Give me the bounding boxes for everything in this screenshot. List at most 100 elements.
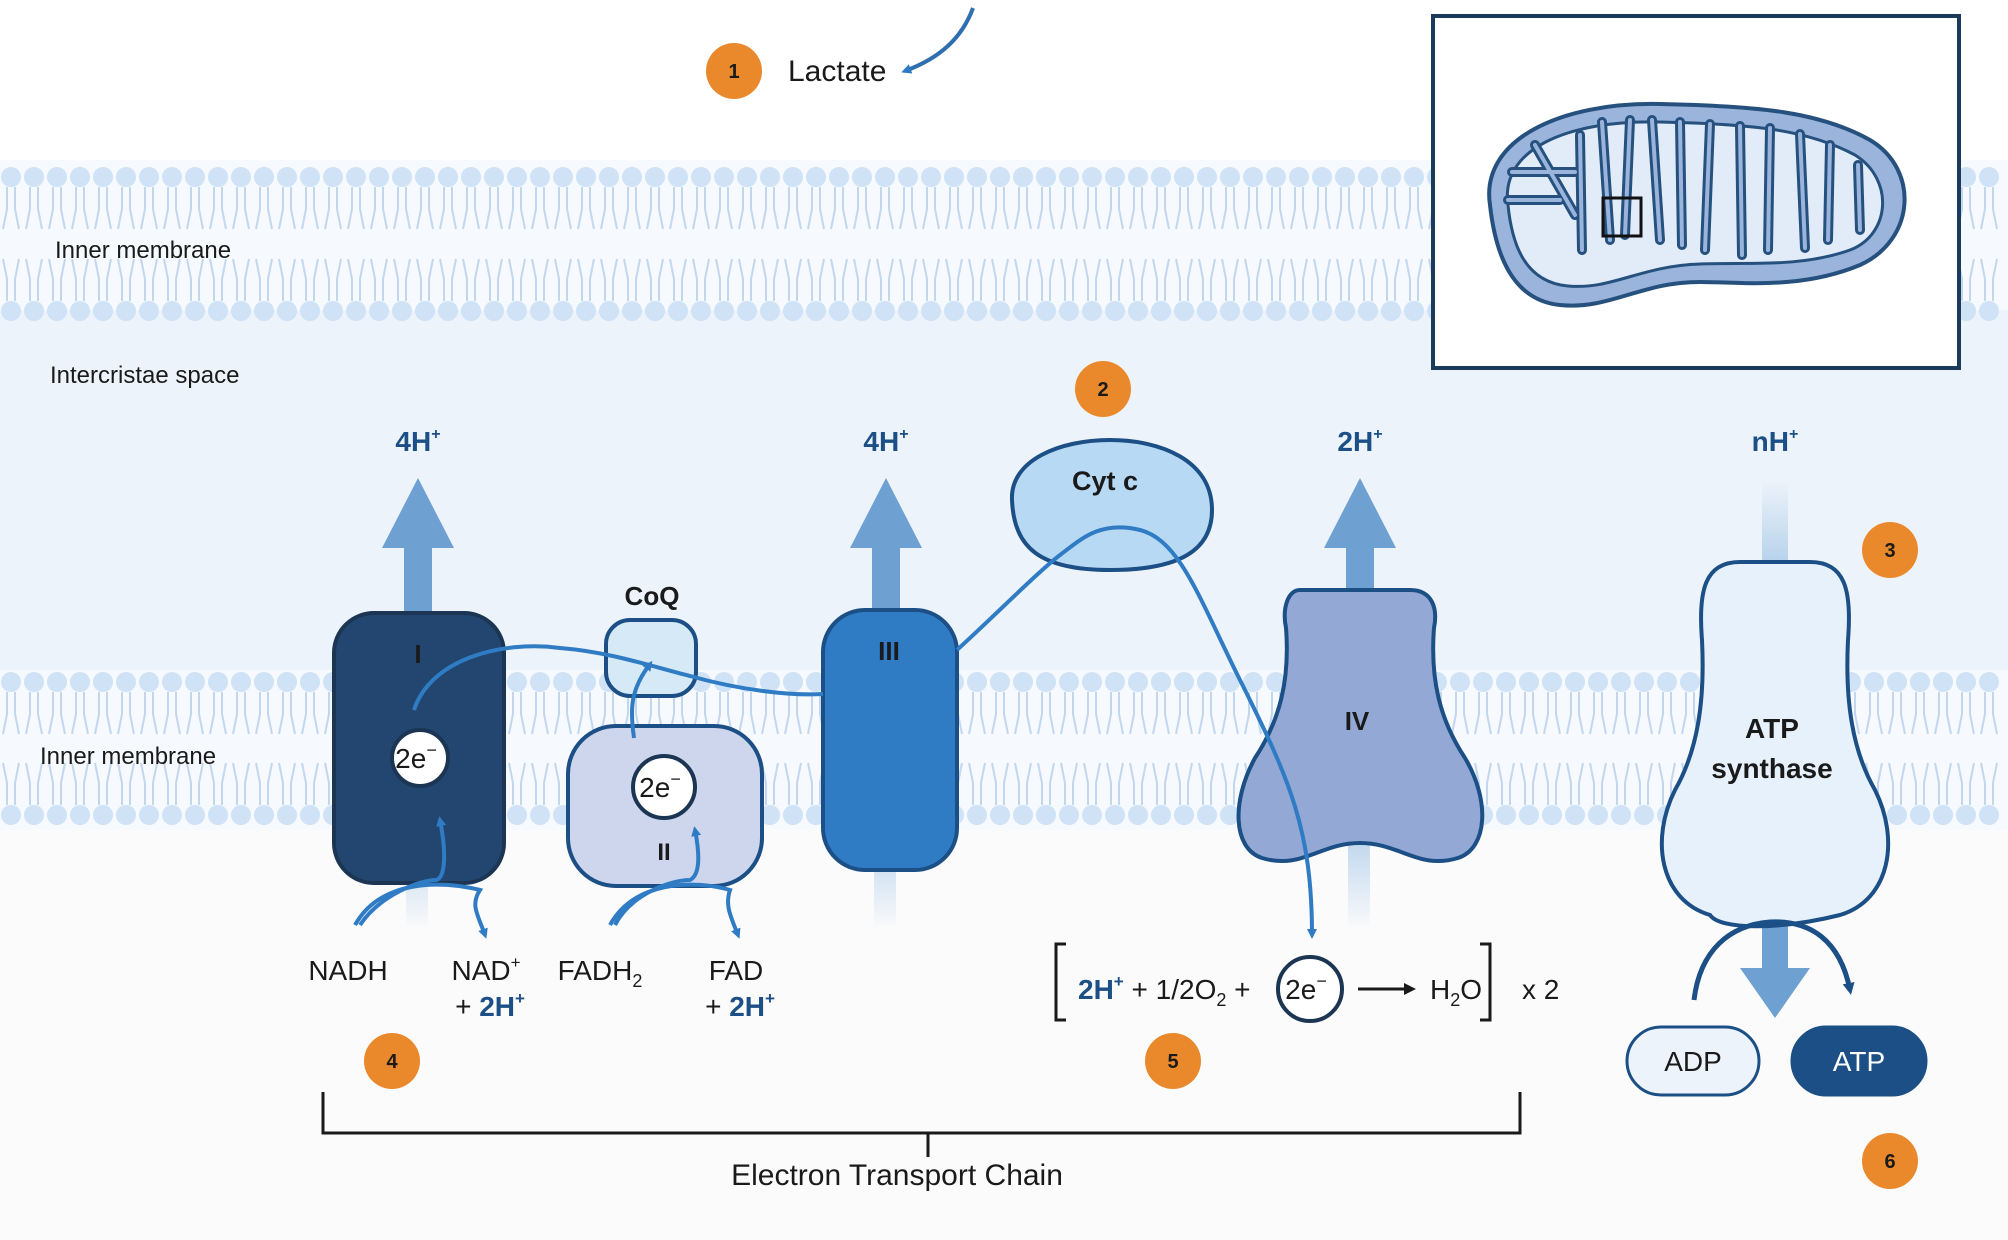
lipid-tail	[347, 187, 365, 230]
lipid-tail	[186, 692, 204, 735]
complex-2-electron-label: 2e−	[639, 769, 681, 803]
lipid-tail	[1911, 762, 1929, 805]
lipid-head	[323, 301, 343, 321]
lipid-tail	[278, 187, 296, 230]
lipid-tail	[1083, 762, 1101, 805]
lipid-head	[1013, 301, 1033, 321]
lipid-tail	[1129, 187, 1147, 230]
lipid-head	[1519, 805, 1539, 825]
lipid-tail	[140, 692, 158, 735]
atp-pill	[1790, 1025, 1928, 1097]
lipid-tail	[991, 762, 1009, 805]
lipid-head	[47, 167, 67, 187]
atp-synthase-label-line2: synthase	[1711, 753, 1832, 784]
lipid-head	[714, 301, 734, 321]
lipid-head	[208, 805, 228, 825]
lipid-head	[1933, 672, 1953, 692]
lipid-tail	[1543, 692, 1561, 735]
lipid-tail	[554, 692, 572, 735]
lipid-head	[530, 805, 550, 825]
lipid-tail	[255, 258, 273, 301]
lipid-tail	[1497, 762, 1515, 805]
lipid-head	[208, 167, 228, 187]
lipid-head	[760, 301, 780, 321]
lipid-head	[1634, 672, 1654, 692]
lipid-head	[1197, 167, 1217, 187]
lipid-tail	[600, 187, 618, 230]
lipid-tail	[462, 258, 480, 301]
lipid-tail	[1175, 258, 1193, 301]
lipid-tail	[1267, 258, 1285, 301]
lipid-head	[162, 301, 182, 321]
lipid-head	[1864, 672, 1884, 692]
lipid-head	[300, 167, 320, 187]
step-number-4: 4	[386, 1051, 398, 1073]
electron-transport-chain-bracket	[321, 1092, 1522, 1157]
lipid-head	[208, 301, 228, 321]
lipid-head	[1128, 167, 1148, 187]
step-number-1: 1	[728, 61, 739, 83]
lipid-tail	[1198, 692, 1216, 735]
lipid-tail	[163, 692, 181, 735]
lipid-head	[369, 167, 389, 187]
lipid-head	[231, 301, 251, 321]
lipid-tail	[968, 762, 986, 805]
lipid-tail	[1451, 692, 1469, 735]
lipid-head	[70, 301, 90, 321]
lipid-tail	[1152, 762, 1170, 805]
lipid-tail	[186, 762, 204, 805]
lipid-tail	[232, 258, 250, 301]
lipid-head	[1979, 167, 1999, 187]
lipid-head	[231, 672, 251, 692]
lipid-tail	[301, 258, 319, 301]
atp-synthase-proton-label: nH+	[1752, 426, 1799, 457]
lipid-tail	[232, 187, 250, 230]
lipid-tail	[1980, 187, 1998, 230]
lipid-tail	[692, 187, 710, 230]
lipid-head	[300, 301, 320, 321]
lipid-head	[93, 805, 113, 825]
lipid-head	[1381, 301, 1401, 321]
lipid-head	[300, 805, 320, 825]
lipid-tail	[25, 187, 43, 230]
lipid-head	[277, 805, 297, 825]
lipid-tail	[2, 762, 20, 805]
lipid-head	[1611, 672, 1631, 692]
lipid-tail	[163, 187, 181, 230]
lipid-tail	[1934, 762, 1952, 805]
step-badge-4	[364, 1033, 420, 1089]
lipid-head	[1565, 805, 1585, 825]
lipid-head	[1588, 672, 1608, 692]
lipid-tail	[738, 258, 756, 301]
nadh-oxidation-arrow	[353, 882, 488, 939]
lipid-tail	[232, 692, 250, 735]
lipid-tail	[1543, 762, 1561, 805]
lipid-head	[875, 301, 895, 321]
lipid-tail	[1635, 692, 1653, 735]
lipid-head	[1956, 805, 1976, 825]
lipid-tail	[416, 258, 434, 301]
lipid-head	[1220, 672, 1240, 692]
lipid-head	[530, 301, 550, 321]
lipid-tail	[692, 258, 710, 301]
lipid-head	[1151, 672, 1171, 692]
lipid-head	[392, 301, 412, 321]
lipid-tail	[1635, 762, 1653, 805]
lipid-head	[1450, 672, 1470, 692]
lipid-tail	[255, 692, 273, 735]
lipid-head	[1312, 167, 1332, 187]
lipid-tail	[94, 258, 112, 301]
lipid-tail	[1566, 692, 1584, 735]
lipid-head	[438, 167, 458, 187]
adp-pill	[1625, 1025, 1761, 1097]
lipid-tail	[1129, 762, 1147, 805]
lipid-head	[93, 301, 113, 321]
lipid-head	[1105, 672, 1125, 692]
lipid-tail	[623, 258, 641, 301]
lipid-head	[1956, 672, 1976, 692]
lipid-tail	[1129, 692, 1147, 735]
complex-4-label: IV	[1345, 706, 1370, 736]
lipid-tail	[71, 187, 89, 230]
lipid-head	[1933, 805, 1953, 825]
